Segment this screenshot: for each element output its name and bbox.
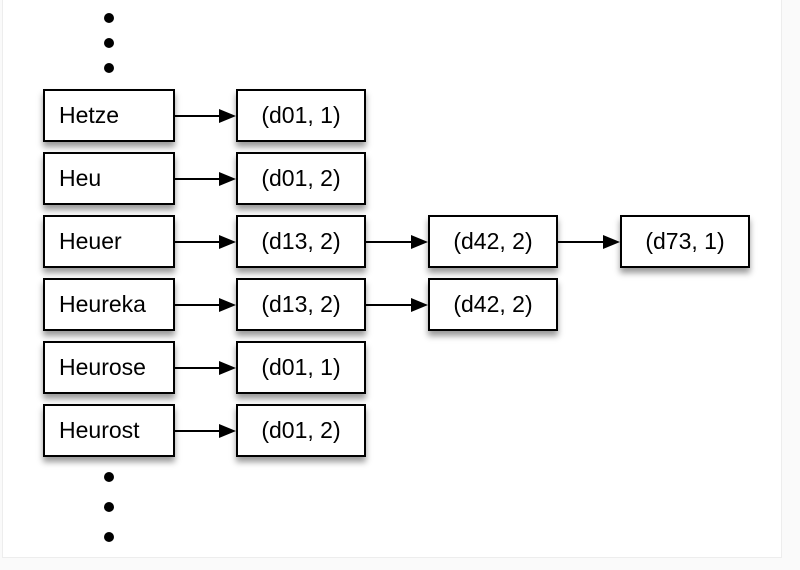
term-label: Heu — [59, 165, 102, 191]
term-box: Heuer — [43, 215, 175, 268]
arrow-shaft — [175, 304, 221, 306]
arrow-head-icon — [219, 298, 236, 312]
term-label: Heurost — [59, 417, 140, 443]
term-label: Hetze — [59, 102, 120, 128]
ellipsis-bottom-dot — [104, 472, 114, 482]
posting-label: (d42, 2) — [453, 228, 533, 254]
postings-arrow — [175, 361, 236, 375]
term-box: Heurose — [43, 341, 175, 394]
term-box: Heurost — [43, 404, 175, 457]
posting-box: (d73, 1) — [620, 215, 750, 268]
postings-arrow — [558, 235, 620, 249]
ellipsis-bottom-dot — [104, 502, 114, 512]
posting-box: (d42, 2) — [428, 215, 558, 268]
term-label: Heuer — [59, 228, 122, 254]
arrow-shaft — [366, 304, 413, 306]
posting-label: (d73, 1) — [645, 228, 725, 254]
arrow-head-icon — [219, 361, 236, 375]
postings-arrow — [175, 235, 236, 249]
diagram-stage: Hetze (d01, 1) Heu (d01, 2) Heuer (d13, 2) (d4… — [3, 0, 781, 557]
term-box: Hetze — [43, 89, 175, 142]
arrow-shaft — [366, 241, 413, 243]
term-box: Heureka — [43, 278, 175, 331]
slide-page: Hetze (d01, 1) Heu (d01, 2) Heuer (d13, 2) (d4… — [2, 0, 782, 558]
posting-box: (d42, 2) — [428, 278, 558, 331]
arrow-shaft — [175, 115, 221, 117]
posting-box: (d01, 2) — [236, 404, 366, 457]
arrow-head-icon — [603, 235, 620, 249]
ellipsis-top-dot — [104, 63, 114, 73]
arrow-head-icon — [219, 172, 236, 186]
arrow-shaft — [175, 430, 221, 432]
posting-box: (d13, 2) — [236, 278, 366, 331]
postings-arrow — [366, 235, 428, 249]
arrow-shaft — [175, 241, 221, 243]
arrow-head-icon — [411, 235, 428, 249]
postings-arrow — [366, 298, 428, 312]
posting-box: (d01, 1) — [236, 89, 366, 142]
term-label: Heureka — [59, 291, 146, 317]
term-label: Heurose — [59, 354, 146, 380]
arrow-head-icon — [219, 235, 236, 249]
posting-label: (d01, 1) — [261, 102, 341, 128]
arrow-head-icon — [411, 298, 428, 312]
arrow-shaft — [175, 178, 221, 180]
arrow-shaft — [175, 367, 221, 369]
postings-arrow — [175, 172, 236, 186]
arrow-head-icon — [219, 424, 236, 438]
posting-box: (d13, 2) — [236, 215, 366, 268]
ellipsis-bottom-dot — [104, 532, 114, 542]
posting-label: (d13, 2) — [261, 291, 341, 317]
posting-label: (d01, 2) — [261, 417, 341, 443]
postings-arrow — [175, 424, 236, 438]
postings-arrow — [175, 109, 236, 123]
posting-box: (d01, 1) — [236, 341, 366, 394]
arrow-shaft — [558, 241, 605, 243]
posting-label: (d42, 2) — [453, 291, 533, 317]
arrow-head-icon — [219, 109, 236, 123]
ellipsis-top-dot — [104, 38, 114, 48]
ellipsis-top-dot — [104, 13, 114, 23]
posting-box: (d01, 2) — [236, 152, 366, 205]
posting-label: (d01, 1) — [261, 354, 341, 380]
posting-label: (d13, 2) — [261, 228, 341, 254]
term-box: Heu — [43, 152, 175, 205]
posting-label: (d01, 2) — [261, 165, 341, 191]
postings-arrow — [175, 298, 236, 312]
